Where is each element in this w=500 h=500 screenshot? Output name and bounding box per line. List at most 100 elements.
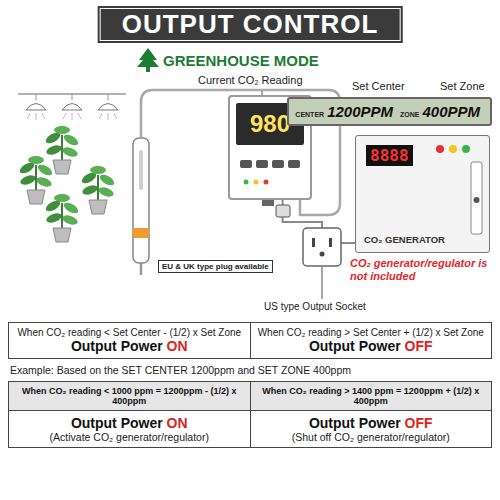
grow-lights-part-part (72, 113, 73, 120)
table-row: When CO₂ reading < 1000 ppm = 1200ppm - … (9, 382, 492, 411)
rule-table-grid: When CO₂ reading < Set Center - (1/2) x … (8, 322, 492, 359)
potted-plant-part (97, 186, 115, 199)
generator-body-part (474, 197, 480, 203)
output-socket-part (320, 252, 325, 257)
controller-housing-part (240, 160, 252, 168)
generator-body-part (436, 145, 444, 153)
generator-body-part (355, 135, 490, 253)
callout-label: Set Zone (440, 80, 485, 92)
potted-plant-part (61, 146, 79, 159)
potted-plant (80, 166, 116, 214)
table-cell-text: When CO₂ reading < 1000 ppm = 1200ppm - … (13, 386, 246, 406)
potted-plant-part (45, 212, 63, 225)
grow-lights-part (72, 94, 73, 100)
co2-sensor-probe (133, 138, 149, 275)
example-table-grid: When CO₂ reading < 1000 ppm = 1200ppm - … (8, 381, 492, 448)
potted-plant-part (35, 176, 53, 189)
setting-value: 1200PPM (327, 103, 393, 120)
generator-body-part (449, 145, 457, 153)
co2-generator-box: 8888CO₂ GENERATOR (355, 135, 490, 253)
state-word: ON (167, 338, 188, 354)
setting-name: ZONE (400, 111, 419, 118)
table-cell: When CO₂ reading < Set Center - (1/2) x … (9, 323, 251, 359)
table-cell-text: (Activate CO₂ generator/regulator) (50, 431, 209, 443)
potted-plant-part (54, 126, 70, 134)
table-cell: Output Power ON(Activate CO₂ generator/r… (9, 411, 251, 448)
state-prefix: Output Power (71, 338, 167, 354)
grow-lights-part-part (78, 113, 81, 119)
table-cell: When CO₂ reading > 1400 ppm = 1200ppm + … (251, 382, 493, 411)
callout-label: Set Center (352, 80, 405, 92)
tree-icon-part (137, 54, 159, 67)
potted-plant (44, 126, 80, 174)
controller-housing-part (288, 160, 300, 168)
generator-body-part (471, 162, 482, 234)
state-prefix: Output Power (309, 338, 405, 354)
potted-plant-part (54, 194, 70, 202)
generator-body (355, 135, 490, 253)
callout-label: US type Output Socket (262, 301, 368, 312)
output-socket (303, 228, 341, 299)
co2-sensor-probe-part (133, 138, 149, 263)
co2-sensor-probe-part (133, 228, 149, 238)
state-word: ON (167, 415, 188, 431)
potted-plant-part (19, 174, 37, 187)
rule-table: When CO₂ reading < Set Center - (1/2) x … (8, 322, 492, 448)
potted-plant-part (53, 160, 71, 174)
grow-lights-part-part (27, 113, 30, 119)
table-cell-text: When CO₂ reading < Set Center - (1/2) x … (17, 327, 241, 338)
plants (18, 126, 116, 242)
grow-lights-part (108, 94, 109, 100)
grow-lights-part-part (114, 113, 117, 119)
lcd-callout: CENTER1200PPMZONE400PPM (287, 97, 492, 126)
grow-lights-part (26, 104, 46, 111)
output-state: Output Power OFF (309, 415, 433, 431)
output-state: Output Power OFF (309, 338, 433, 354)
grow-lights-part-part (63, 113, 66, 119)
potted-plant-part (36, 163, 54, 178)
tree-icon (137, 48, 159, 72)
co2-sensor-probe-part (139, 150, 143, 190)
table-row: Output Power ON(Activate CO₂ generator/r… (9, 411, 492, 448)
grow-lights-part-part (108, 113, 109, 120)
controller-housing-part (264, 180, 269, 185)
device-name: CO₂ GENERATOR (364, 234, 445, 245)
table-row: When CO₂ reading < Set Center - (1/2) x … (9, 323, 492, 359)
state-prefix: Output Power (309, 415, 405, 431)
controller-housing-part (256, 160, 268, 168)
potted-plant-part (27, 190, 45, 204)
grow-lights-part (62, 104, 82, 111)
controller-housing-part (244, 180, 249, 185)
grow-lights-part-part (42, 113, 45, 119)
grow-lights-part (36, 94, 37, 100)
power-plug-part (276, 205, 290, 217)
tree-icon-part (146, 67, 150, 72)
output-state: Output Power ON (71, 415, 188, 431)
state-word: OFF (405, 338, 433, 354)
table-cell-text: (Shut off CO₂ generator/regulator) (292, 431, 450, 443)
potted-plant-part (28, 156, 44, 164)
note-label: EU & UK type plug available (158, 260, 273, 273)
output-socket-part (329, 238, 332, 247)
potted-plant-part (81, 184, 99, 197)
callout-label: Current CO₂ Reading (198, 74, 303, 86)
potted-plant-part (89, 200, 107, 214)
output-socket-part (312, 238, 315, 247)
table-cell: Output Power OFF(Shut off CO₂ generator/… (251, 411, 493, 448)
potted-plant-part (90, 166, 106, 174)
grow-lights-part (27, 113, 117, 120)
example-row: Example: Based on the SET CENTER 1200ppm… (8, 359, 492, 381)
potted-plant-part (61, 214, 79, 227)
grow-lights-part-part (36, 113, 37, 120)
potted-plant-part (62, 201, 80, 216)
controller-housing-part (262, 200, 274, 206)
generator-body-part (462, 145, 470, 153)
table-cell-text: When CO₂ reading > Set Center + (1/2) x … (258, 327, 484, 338)
controller-housing-part (254, 180, 259, 185)
table-cell-text: Example: Based on the SET CENTER 1200ppm… (10, 364, 490, 376)
potted-plant-part (62, 133, 80, 148)
power-plug (276, 205, 290, 217)
led-display: 8888 (366, 145, 413, 166)
table-cell-text: When CO₂ reading > 1400 ppm = 1200ppm + … (255, 386, 488, 406)
